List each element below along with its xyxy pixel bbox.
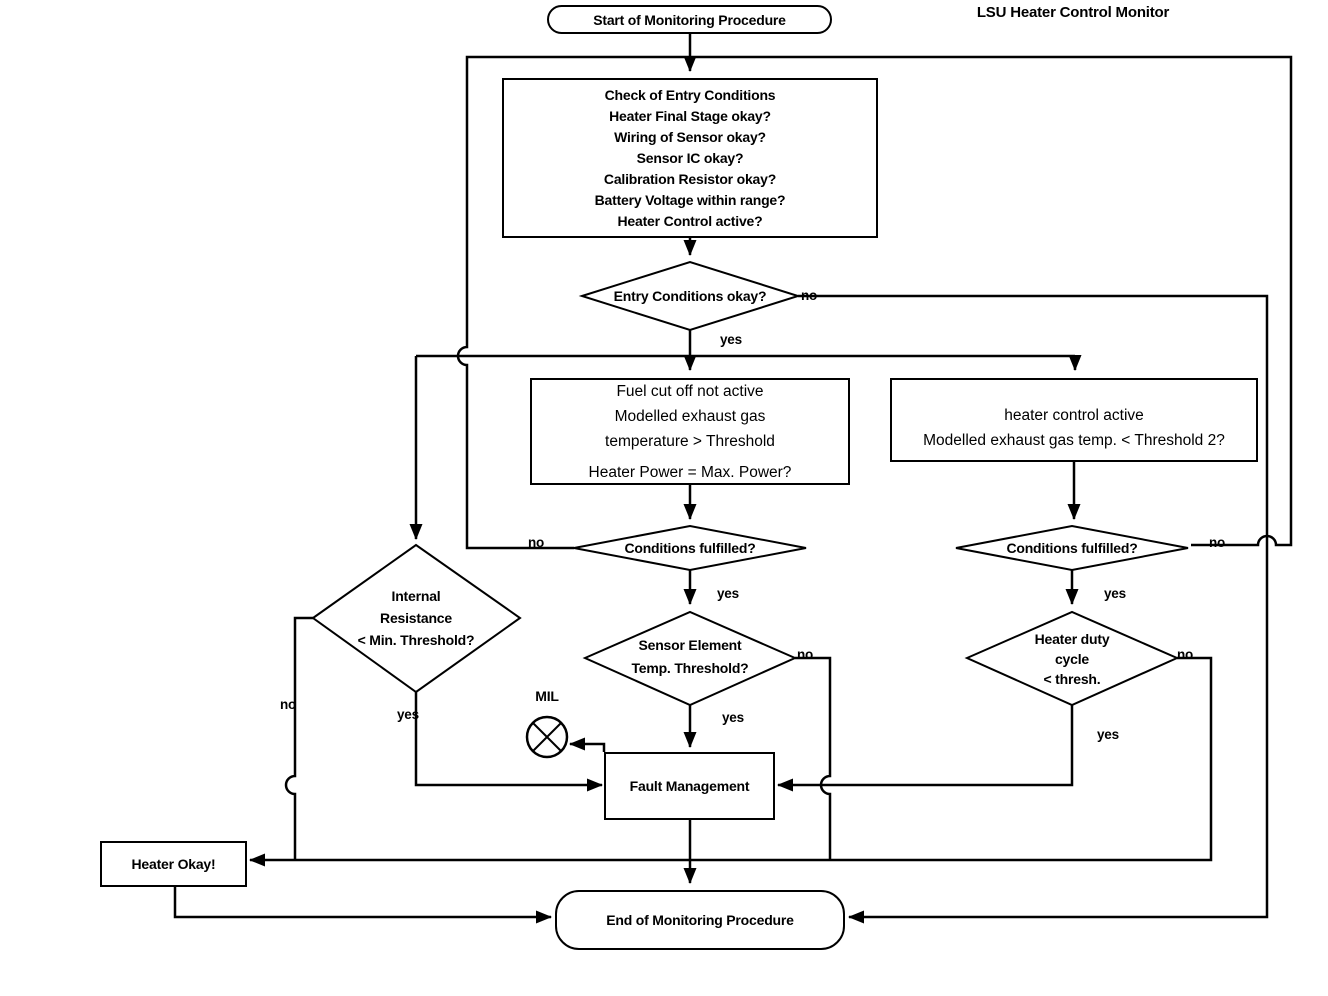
heater-control-box: heater control active Modelled exhaust g… [890, 378, 1258, 462]
internal-no-label: no [280, 697, 297, 712]
check-entry-conditions-box: Check of Entry Conditions Heater Final S… [502, 78, 878, 238]
internal-resistance-line: Resistance [380, 610, 452, 626]
heater-duty-line: Heater duty [1034, 631, 1110, 647]
check-entry-line: Heater Control active? [617, 212, 763, 229]
heater-duty-line: < thresh. [1043, 671, 1101, 687]
entry-no-label: no [801, 288, 818, 303]
check-entry-line: Calibration Resistor okay? [603, 170, 777, 187]
entry-decision-label: Entry Conditions okay? [613, 288, 767, 304]
fuel-box-line: Modelled exhaust gas [614, 407, 766, 425]
fuel-cutoff-box: Fuel cut off not active Modelled exhaust… [530, 378, 850, 485]
cond-right-yes-label: yes [1104, 586, 1126, 601]
internal-resistance-diamond [311, 543, 522, 694]
heater-duty-label: Heater duty cycle < thresh. [987, 629, 1157, 689]
internal-yes-label: yes [397, 707, 419, 722]
duty-yes-label: yes [1097, 727, 1119, 742]
cond-left-diamond [573, 524, 807, 572]
end-terminal: End of Monitoring Procedure [555, 890, 845, 950]
mil-lamp-icon [525, 715, 569, 759]
entry-decision-diamond [578, 260, 802, 332]
internal-resistance-line: Internal [391, 588, 441, 604]
edge-feedback-loop [456, 55, 1293, 550]
sensor-element-line: Temp. Threshold? [631, 660, 749, 676]
heater-duty-diamond [964, 610, 1180, 707]
edge-duty-yes [777, 705, 1074, 792]
edge-fault-to-mil [569, 737, 606, 752]
internal-resistance-label: Internal Resistance < Min. Threshold? [331, 585, 501, 651]
check-entry-line: Battery Voltage within range? [594, 191, 786, 208]
sensor-element-line: Sensor Element [638, 637, 742, 653]
cond-right-diamond [955, 524, 1189, 572]
diagram-title: LSU Heater Control Monitor [976, 4, 1170, 21]
sensor-element-label: Sensor Element Temp. Threshold? [590, 634, 790, 680]
cond-left-label: Conditions fulfilled? [624, 540, 756, 556]
fuel-box-line: temperature > Threshold [605, 432, 775, 450]
heater-box-line: heater control active [1004, 407, 1144, 424]
check-entry-line: Check of Entry Conditions [604, 86, 776, 103]
duty-no-label: no [1177, 647, 1194, 662]
heater-box-line: Modelled exhaust gas temp. < Threshold 2… [923, 432, 1225, 449]
edge-duty-no [249, 656, 1213, 867]
start-terminal: Start of Monitoring Procedure [547, 5, 832, 34]
cond-left-no-label: no [528, 535, 545, 550]
fault-management-box: Fault Management [604, 752, 775, 820]
edge-heaterokay-to-end [173, 887, 552, 924]
check-entry-line: Sensor IC okay? [636, 149, 744, 166]
cond-left-yes-label: yes [717, 586, 739, 601]
check-entry-line: Heater Final Stage okay? [609, 107, 771, 124]
internal-resistance-line: < Min. Threshold? [357, 632, 475, 648]
heater-okay-box: Heater Okay! [100, 841, 247, 887]
sensor-no-label: no [797, 647, 814, 662]
edge-internal-yes [414, 692, 603, 792]
check-entry-line: Wiring of Sensor okay? [614, 128, 766, 145]
edge-sensor-no [795, 656, 832, 859]
cond-right-label: Conditions fulfilled? [1006, 540, 1138, 556]
cond-right-no-label: no [1209, 535, 1226, 550]
sensor-element-diamond [582, 610, 798, 707]
mil-label: MIL [535, 688, 559, 704]
entry-yes-label: yes [720, 332, 742, 347]
edge-entry-no [798, 294, 1269, 924]
sensor-yes-label: yes [722, 710, 744, 725]
heater-duty-line: cycle [1054, 651, 1090, 667]
fuel-box-line: Fuel cut off not active [616, 382, 764, 400]
fuel-box-line: Heater Power = Max. Power? [588, 463, 792, 481]
edge-internal-no [284, 616, 313, 859]
